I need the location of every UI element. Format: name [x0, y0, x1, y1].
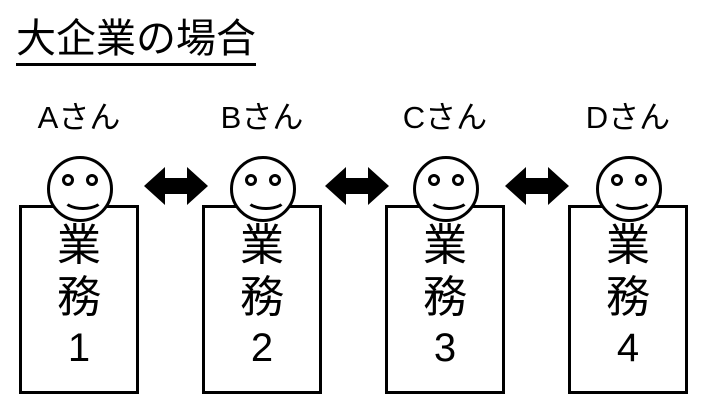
double-arrow-icon	[505, 165, 569, 207]
smiley-face-icon	[230, 156, 296, 222]
task-label-4: 業務	[606, 220, 650, 323]
page-title: 大企業の場合	[16, 16, 256, 66]
task-label-2: 業務	[240, 220, 284, 323]
task-label-3: 業務	[423, 220, 467, 323]
task-box-1: 業務 1	[19, 205, 139, 394]
person-label-c: Cさん	[402, 100, 488, 135]
smiley-face-icon	[413, 156, 479, 222]
task-label-1: 業務	[57, 220, 101, 323]
task-box-4: 業務 4	[568, 205, 688, 394]
task-box-3: 業務 3	[385, 205, 505, 394]
task-number-2: 2	[250, 326, 274, 370]
task-number-4: 4	[616, 326, 640, 370]
double-arrow-icon	[325, 165, 389, 207]
smiley-face-icon	[47, 156, 113, 222]
double-arrow-icon	[144, 165, 208, 207]
person-label-a: Aさん	[37, 100, 121, 135]
smiley-face-icon	[596, 156, 662, 222]
task-box-2: 業務 2	[202, 205, 322, 394]
smile-mouth-icon	[62, 184, 104, 210]
person-label-d: Dさん	[585, 100, 671, 135]
task-number-3: 3	[433, 326, 457, 370]
smile-mouth-icon	[245, 184, 287, 210]
task-number-1: 1	[67, 326, 91, 370]
person-label-b: Bさん	[220, 100, 304, 135]
smile-mouth-icon	[611, 184, 653, 210]
smile-mouth-icon	[428, 184, 470, 210]
